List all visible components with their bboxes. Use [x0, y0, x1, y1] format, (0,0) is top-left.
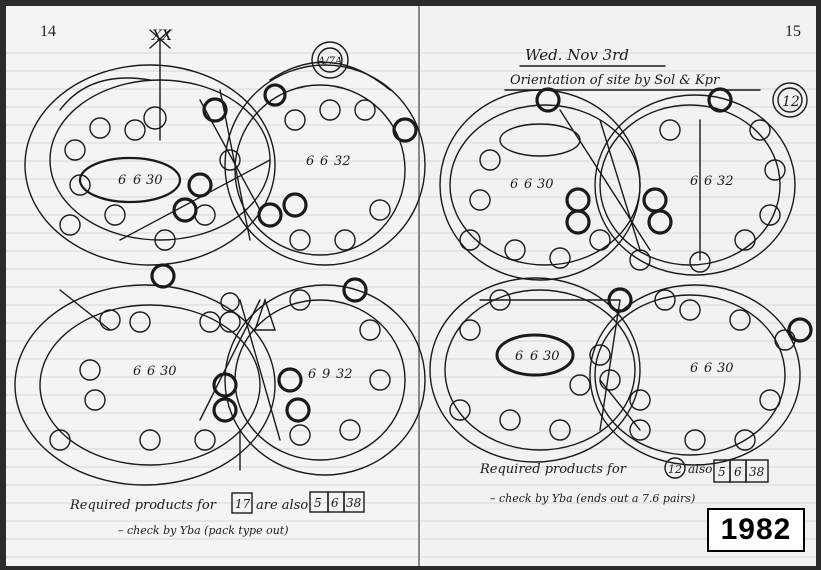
svg-text:30: 30 — [543, 349, 560, 364]
svg-text:32: 32 — [334, 154, 351, 169]
svg-text:30: 30 — [537, 177, 554, 192]
svg-text:6: 6 — [306, 154, 314, 169]
left-note-value-1: 5 — [314, 496, 322, 510]
right-heading: Orientation of site by Sol & Kpr — [510, 73, 720, 88]
svg-text:6: 6 — [530, 349, 538, 364]
left-note-line-1b: are also — [256, 498, 308, 513]
right-center-1: 6 6 30 — [510, 177, 554, 192]
left-center-2: 6 6 32 — [306, 154, 351, 169]
svg-text:6: 6 — [515, 349, 523, 364]
right-date: Wed. Nov 3rd — [525, 46, 629, 64]
left-center-1: 6 6 30 — [118, 173, 163, 188]
right-center-4: 6 6 30 — [690, 361, 734, 376]
left-center-4: 6 9 32 — [308, 367, 353, 382]
left-note-value-3: 38 — [346, 496, 362, 510]
svg-text:32: 32 — [336, 367, 353, 382]
left-center-3: 6 6 30 — [133, 364, 177, 379]
svg-text:32: 32 — [717, 174, 734, 189]
svg-text:6: 6 — [320, 154, 328, 169]
left-page-number: 14 — [40, 23, 56, 40]
svg-text:6: 6 — [118, 173, 126, 188]
left-top-marks: XX — [151, 28, 173, 44]
right-note-line-1b: also — [688, 462, 712, 476]
svg-text:6: 6 — [510, 177, 518, 192]
svg-text:6: 6 — [690, 174, 698, 189]
svg-text:6: 6 — [308, 367, 316, 382]
year-label: 1982 — [721, 513, 792, 547]
left-note-line-2: – check by Yba (pack type out) — [118, 524, 289, 537]
right-center-3: 6 6 30 — [515, 349, 560, 364]
right-page-number: 15 — [785, 23, 801, 40]
right-note-value-3: 38 — [749, 465, 765, 479]
right-note-circled-number: 12 — [668, 463, 682, 476]
svg-text:6: 6 — [133, 364, 141, 379]
year-label-box: 1982 — [707, 508, 805, 552]
svg-text:6: 6 — [147, 364, 155, 379]
svg-text:6: 6 — [704, 361, 712, 376]
svg-text:6: 6 — [524, 177, 532, 192]
right-note-line-1: Required products for — [479, 462, 627, 477]
svg-text:6: 6 — [133, 173, 141, 188]
right-note-value-1: 5 — [718, 465, 726, 479]
svg-text:6: 6 — [704, 174, 712, 189]
right-note-value-2: 6 — [734, 465, 742, 479]
svg-text:6: 6 — [690, 361, 698, 376]
left-circled-label: A/7A — [317, 56, 342, 67]
svg-text:30: 30 — [160, 364, 177, 379]
svg-text:30: 30 — [146, 173, 163, 188]
left-note-line-1: Required products for — [69, 498, 217, 513]
left-note-boxed-number: 17 — [235, 497, 251, 511]
svg-text:9: 9 — [322, 367, 330, 382]
svg-text:30: 30 — [717, 361, 734, 376]
right-note-line-2: – check by Yba (ends out a 7.6 pairs) — [490, 492, 695, 505]
right-circled-number: 12 — [782, 94, 800, 110]
right-center-2: 6 6 32 — [690, 174, 734, 189]
left-note-value-2: 6 — [331, 496, 339, 510]
